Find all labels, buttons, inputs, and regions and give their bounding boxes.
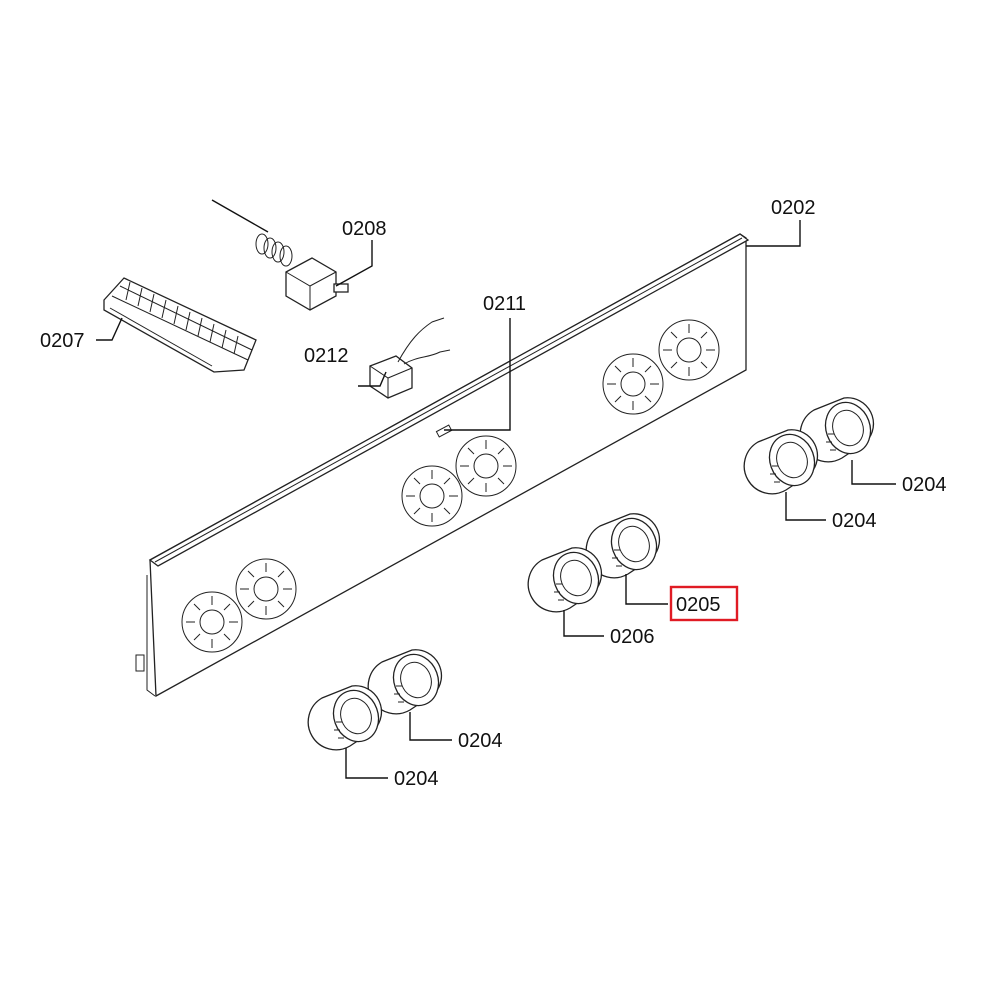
switch-0212 <box>369 317 451 399</box>
label-0208: 0208 <box>342 218 387 240</box>
panel-slot-0211 <box>435 424 453 438</box>
knob-0206 <box>527 545 607 613</box>
label-0206: 0206 <box>610 626 655 648</box>
leader-lines <box>96 220 896 779</box>
label-0204: 0204 <box>902 474 947 496</box>
label-0212: 0212 <box>304 345 349 367</box>
label-0204: 0204 <box>832 510 877 532</box>
knob-0204-b <box>743 427 823 495</box>
thermostat-0208 <box>211 199 349 311</box>
label-0207: 0207 <box>40 330 85 352</box>
control-panel-0202 <box>135 233 750 698</box>
label-0204: 0204 <box>394 768 439 790</box>
label-0202: 0202 <box>771 197 816 219</box>
label-0211: 0211 <box>483 293 526 315</box>
highlight-box <box>669 585 739 622</box>
terminal-block-0207 <box>103 277 257 373</box>
capillary-tube <box>211 199 269 233</box>
label-0205: 0205 <box>676 594 721 616</box>
label-0204: 0204 <box>458 730 503 752</box>
knob-0204-d <box>307 683 387 751</box>
panel-clip <box>135 654 145 672</box>
capillary-coil <box>255 233 293 267</box>
